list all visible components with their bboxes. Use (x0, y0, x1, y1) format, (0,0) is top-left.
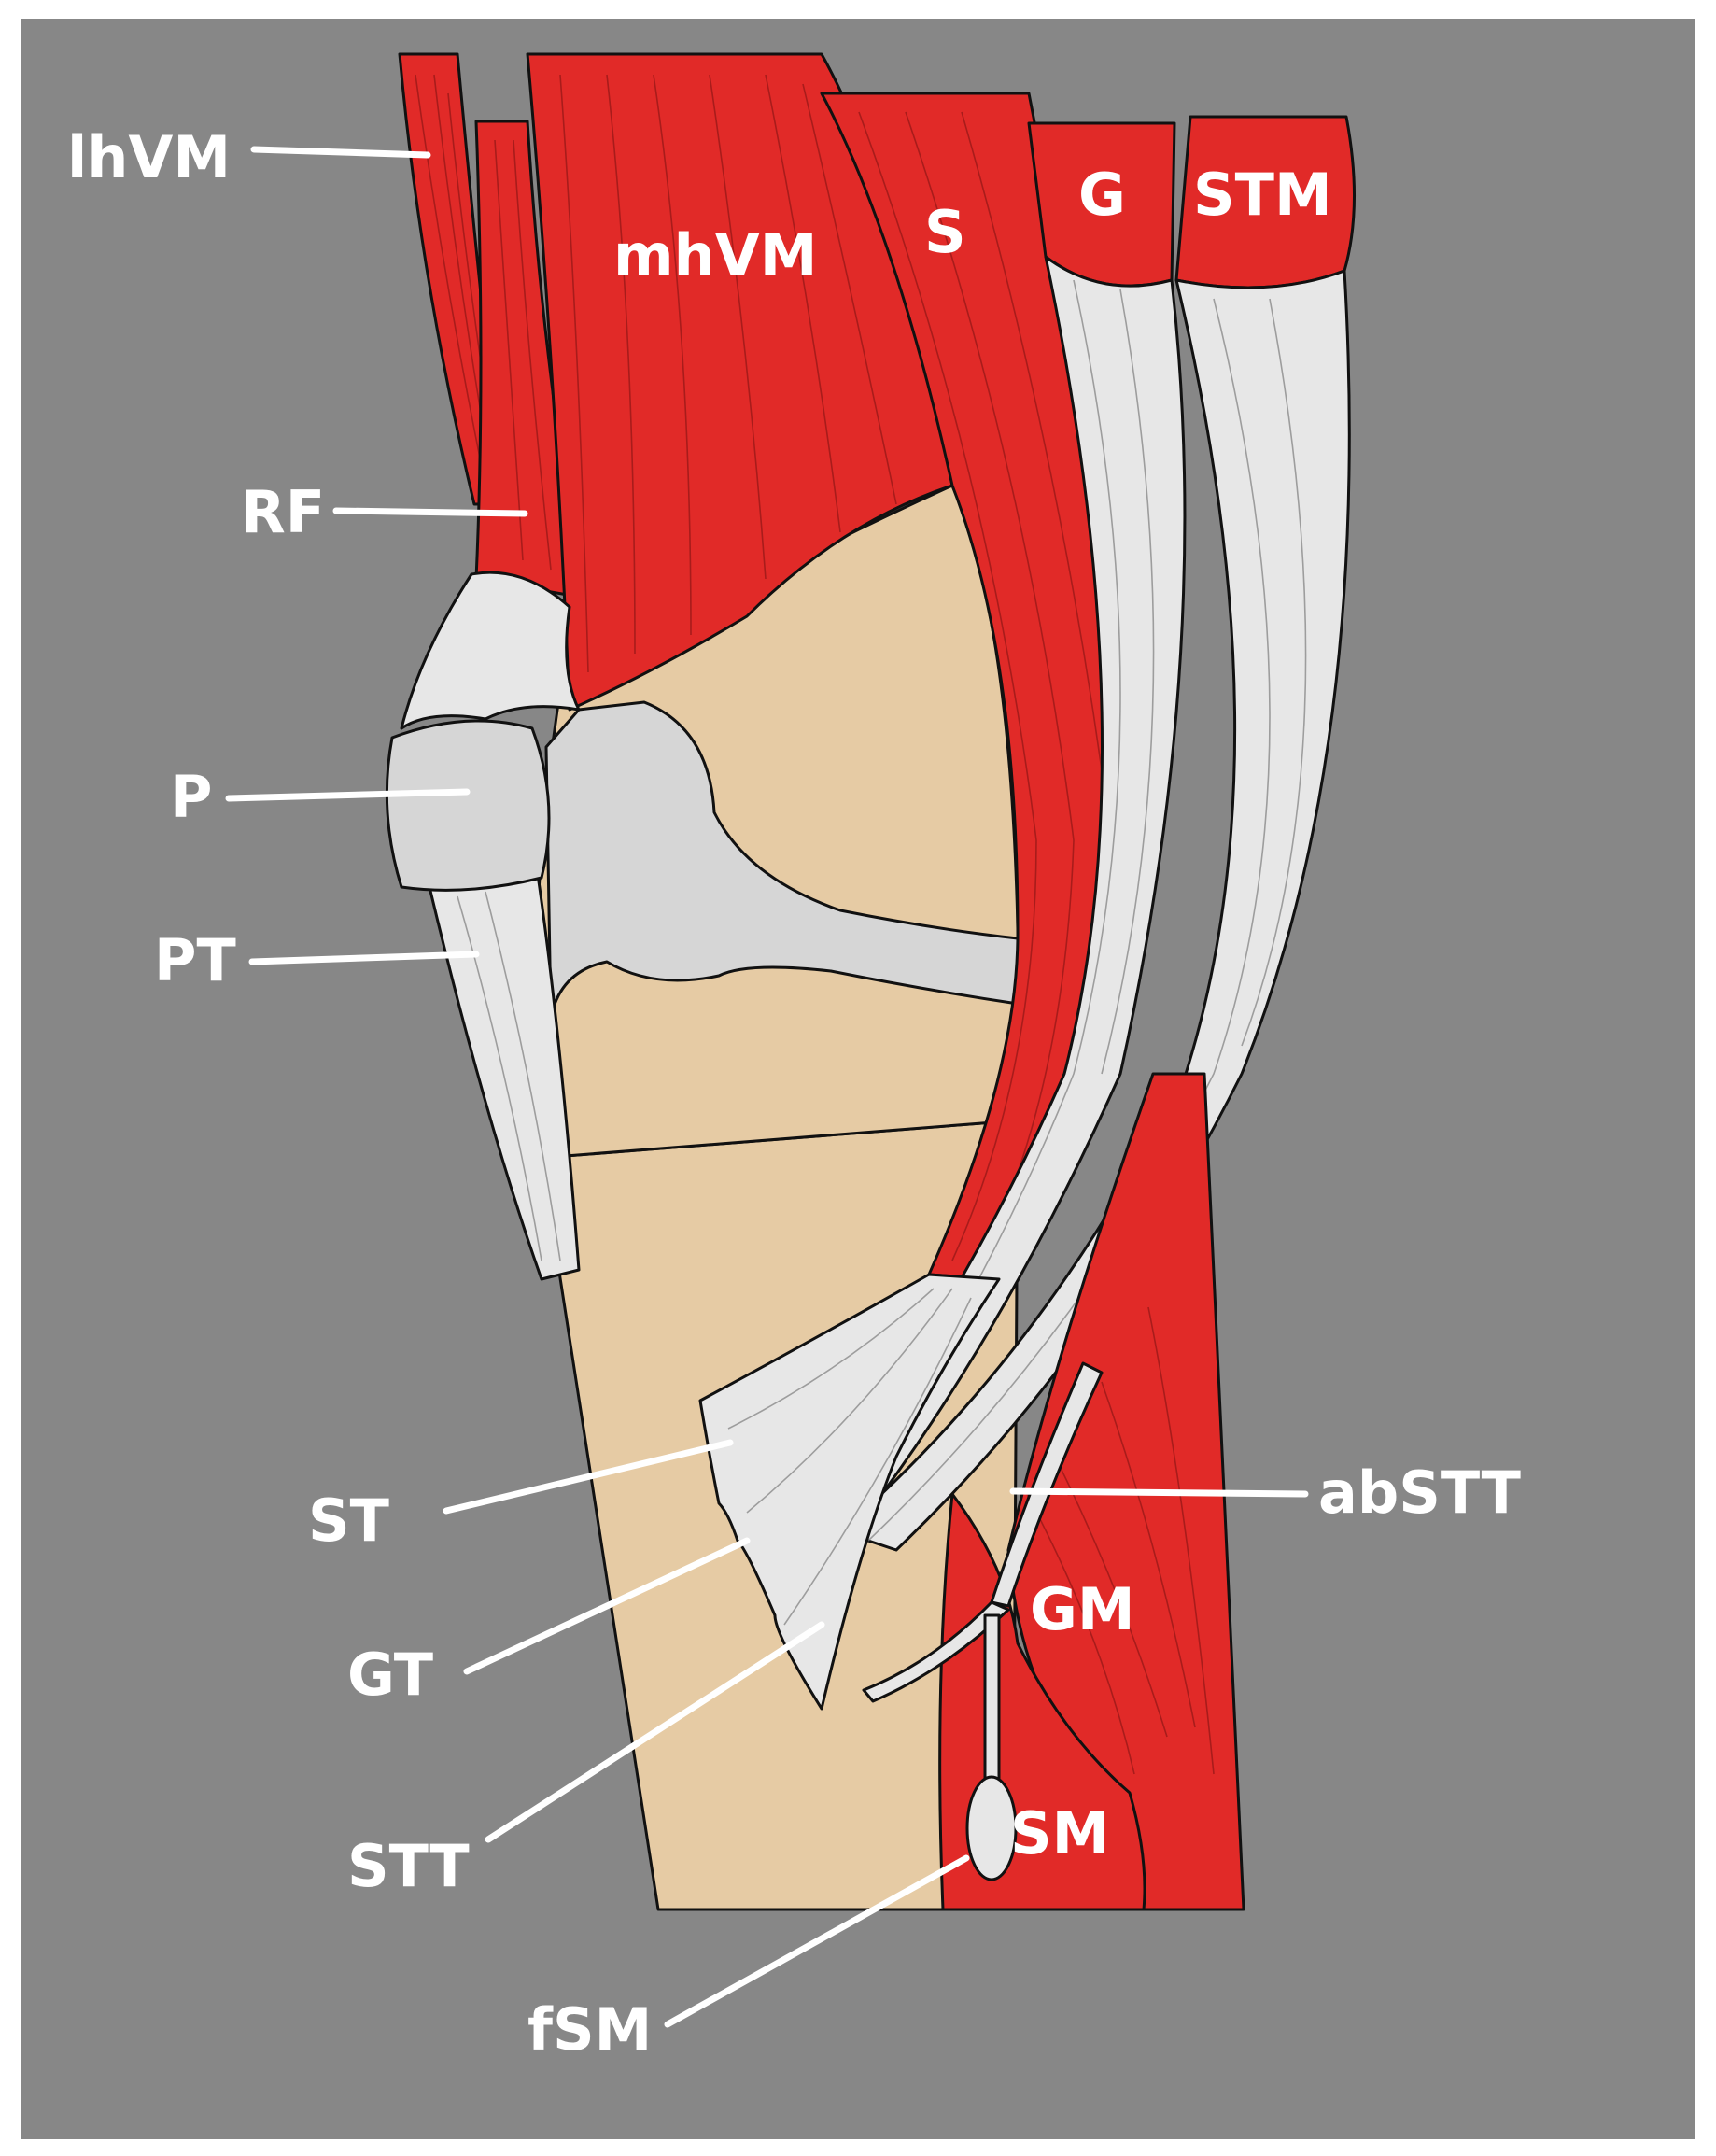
quadriceps-tendon (400, 571, 581, 730)
abSTT-band (990, 1361, 1104, 1608)
fSM-leader (664, 1854, 970, 2028)
fSM-thread (983, 1613, 1001, 1785)
SM-label: SM (1010, 1799, 1109, 1867)
GM-label: GM (1030, 1575, 1135, 1643)
pes-anserinus-fibers (727, 1288, 972, 1626)
STM-label: STM (1193, 161, 1332, 229)
ST-leader (443, 1439, 734, 1515)
P-leader (225, 788, 471, 802)
ST-label: ST (308, 1487, 389, 1555)
RF-leader (332, 507, 528, 517)
GT-label: GT (347, 1641, 433, 1709)
fSM-label: fSM (527, 1995, 652, 2064)
G-tendon (810, 255, 1187, 1515)
RF-fibers (494, 139, 552, 571)
P-label: P (170, 763, 212, 831)
GT-leader (463, 1537, 751, 1675)
GM-fibers (1026, 1306, 1215, 1775)
pes-anserinus (698, 1273, 1001, 1711)
mhVM-fibers (559, 74, 897, 673)
patellar-tendon-fibers (457, 891, 561, 1261)
joint-cartilage (544, 700, 1020, 1020)
STM-tendon-fibers (867, 298, 1307, 1542)
PT-label: PT (154, 926, 236, 994)
STT-label: STT (347, 1832, 470, 1900)
abSTT-label: abSTT (1318, 1458, 1521, 1527)
STT-leader (485, 1621, 825, 1843)
RF-label: RF (241, 478, 325, 546)
G-label: G (1078, 161, 1126, 229)
tendon-slip (862, 1600, 1010, 1703)
PT-leader (248, 951, 480, 965)
mhVM-label: mhVM (613, 221, 817, 289)
lhVM-label: lhVM (67, 123, 231, 191)
patella-bone (385, 719, 551, 892)
fSM-structure (965, 1775, 1018, 1881)
abSTT-leader (1009, 1487, 1309, 1498)
lhVM-leader (250, 146, 431, 159)
S-label: S (924, 198, 966, 266)
